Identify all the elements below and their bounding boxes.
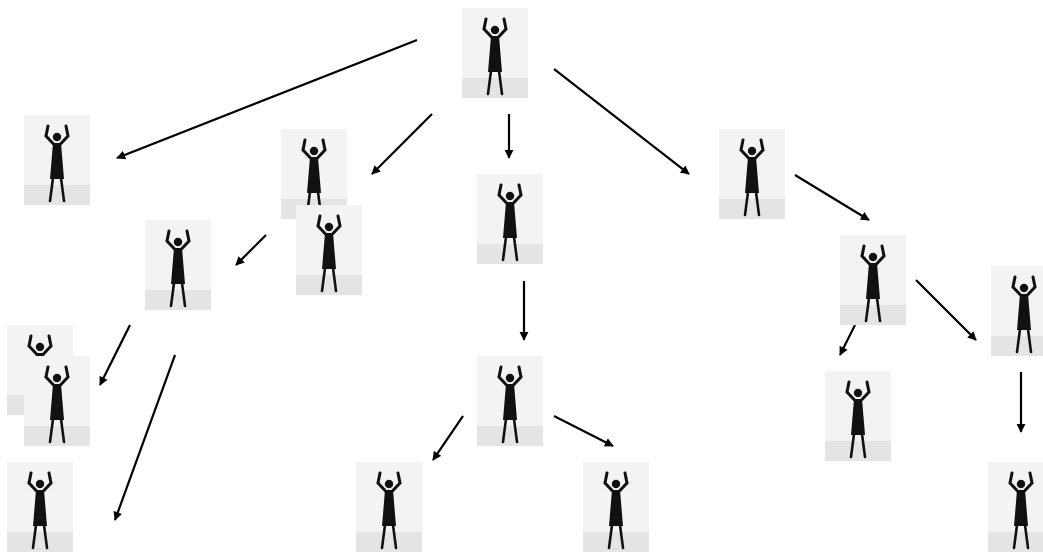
arrow-root-to-n1 xyxy=(116,38,418,160)
arrow-n11-to-n13 xyxy=(915,279,977,341)
node-n4 xyxy=(719,129,785,219)
node-n8 xyxy=(477,356,543,446)
arrow-n8-to-n9 xyxy=(432,415,464,461)
node-n14 xyxy=(988,462,1043,552)
arrow-root-to-n2 xyxy=(371,113,433,175)
node-root xyxy=(462,8,528,98)
silhouette-arms-raised-icon xyxy=(462,8,528,98)
silhouette-arms-raised-icon xyxy=(988,462,1043,552)
silhouette-arms-raised-icon xyxy=(991,266,1043,356)
silhouette-arms-raised-icon xyxy=(583,462,649,552)
silhouette-arms-raised-icon xyxy=(24,356,90,446)
arrow-n5-to-n6 xyxy=(99,324,131,386)
node-n6b xyxy=(24,356,90,446)
arrow-n11-to-n12 xyxy=(839,324,856,356)
arrow-n4-to-n11 xyxy=(794,174,870,221)
node-n10 xyxy=(583,462,649,552)
node-n5 xyxy=(145,220,211,310)
silhouette-arms-raised-icon xyxy=(825,371,891,461)
silhouette-arms-raised-icon xyxy=(24,115,90,205)
node-n11 xyxy=(840,235,906,325)
node-n2b xyxy=(296,205,362,295)
silhouette-arms-raised-icon xyxy=(719,129,785,219)
arrow-n5-to-n7 xyxy=(113,354,177,521)
silhouette-arms-raised-icon xyxy=(356,462,422,552)
node-n12 xyxy=(825,371,891,461)
silhouette-arms-raised-icon xyxy=(477,174,543,264)
arrow-n2-to-n5 xyxy=(235,234,267,266)
node-n7 xyxy=(7,462,73,552)
silhouette-arms-raised-icon xyxy=(296,205,362,295)
arrow-n8-to-n10 xyxy=(553,415,614,447)
silhouette-arms-raised-icon xyxy=(7,462,73,552)
silhouette-arms-raised-icon xyxy=(477,356,543,446)
node-n3 xyxy=(477,174,543,264)
silhouette-arms-raised-icon xyxy=(145,220,211,310)
silhouette-arms-raised-icon xyxy=(840,235,906,325)
arrow-root-to-n4 xyxy=(553,68,690,175)
node-n13 xyxy=(991,266,1043,356)
node-n1 xyxy=(24,115,90,205)
node-n9 xyxy=(356,462,422,552)
